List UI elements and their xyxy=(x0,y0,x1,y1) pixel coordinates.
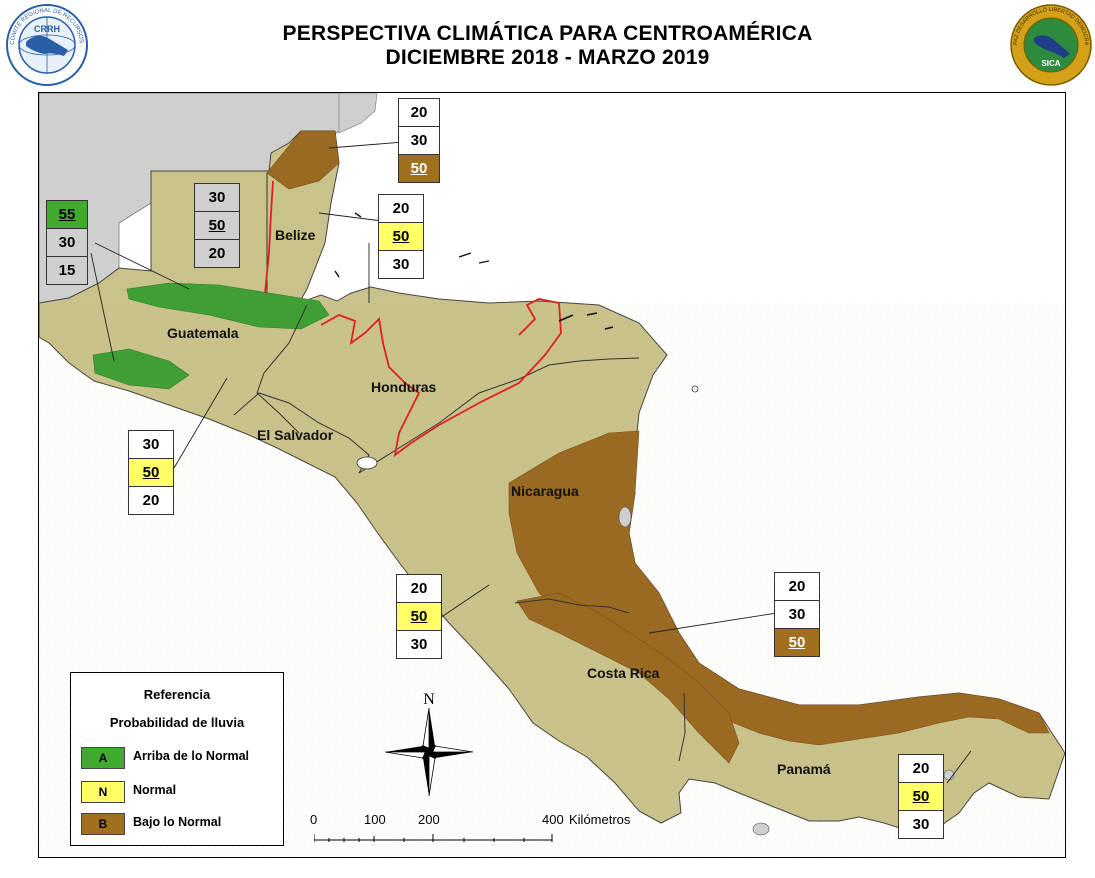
scale-tick-200: 200 xyxy=(418,812,440,827)
prob-below: 30 xyxy=(397,630,441,658)
prob-box-nicaragua-pacific: 20 50 30 xyxy=(396,574,442,659)
legend-label-normal: Normal xyxy=(133,783,177,797)
border-nicaragua-costarica xyxy=(514,598,630,614)
map-title-line1: PERSPECTIVA CLIMÁTICA PARA CENTROAMÉRICA xyxy=(282,22,813,45)
border-costarica-panama xyxy=(678,692,686,762)
legend-subtitle: Probabilidad de lluvia xyxy=(109,715,245,730)
compass-north-label: N xyxy=(423,691,435,708)
prob-normal: 30 xyxy=(399,126,439,154)
belize-north-below-normal xyxy=(266,130,340,190)
legend-label-above: Arriba de lo Normal xyxy=(133,749,249,763)
label-costa-rica: Costa Rica xyxy=(587,665,660,681)
border-honduras-nicaragua xyxy=(358,357,640,474)
prob-box-costa-rica-caribbean: 20 30 50 xyxy=(774,572,820,657)
scale-bar-graphic xyxy=(314,834,553,842)
prob-below: 50 xyxy=(775,628,819,656)
prob-above: 30 xyxy=(142,436,160,453)
prob-box-belize-north: 20 30 50 xyxy=(398,98,440,183)
prob-box-mexico: 55 30 15 xyxy=(46,200,88,285)
sica-logo-label: SICA xyxy=(1041,59,1060,68)
prob-normal: 50 xyxy=(379,222,423,250)
scale-tick-100: 100 xyxy=(364,812,386,827)
prob-normal: 30 xyxy=(775,600,819,628)
guatemala-above-normal-north xyxy=(126,282,330,330)
island-4 xyxy=(691,385,699,393)
legend-swatch-below: B xyxy=(81,813,125,835)
prob-normal: 50 xyxy=(129,458,173,486)
leader-lines xyxy=(90,141,972,784)
prob-box-belize-south: 20 50 30 xyxy=(378,194,424,279)
label-nicaragua: Nicaragua xyxy=(511,483,579,499)
prob-normal: 30 xyxy=(47,228,87,256)
prob-above: 20 xyxy=(410,580,428,597)
prob-above: 20 xyxy=(788,578,806,595)
legend-title: Referencia xyxy=(143,687,211,702)
border-salvador-honduras xyxy=(233,392,370,474)
island-2 xyxy=(752,822,770,836)
prob-below: 50 xyxy=(399,154,439,182)
legend-swatch-normal: N xyxy=(81,781,125,803)
prob-normal: 50 xyxy=(397,602,441,630)
map-title-line2: DICIEMBRE 2018 - MARZO 2019 xyxy=(385,46,710,69)
prob-box-peten: 30 50 20 xyxy=(194,183,240,268)
prob-above: 20 xyxy=(392,200,410,217)
scale-tick-400: 400 xyxy=(542,812,564,827)
scale-unit: Kilómetros xyxy=(569,812,631,827)
red-boundary-honduras xyxy=(320,298,562,458)
compass-rose-icon: N xyxy=(384,691,474,797)
map-legend: Referencia Probabilidad de lluvia A Arri… xyxy=(70,672,284,846)
prob-below: 15 xyxy=(47,256,87,284)
sica-logo: SICA PAZ DESARROLLO LIBERTAD DEMOCRACIA xyxy=(1008,2,1092,86)
label-el-salvador: El Salvador xyxy=(257,427,334,443)
label-honduras: Honduras xyxy=(371,379,437,395)
prob-above: 55 xyxy=(47,201,87,228)
prob-above: 20 xyxy=(912,760,930,777)
label-guatemala: Guatemala xyxy=(167,325,239,341)
red-boundary-peten xyxy=(264,180,274,294)
prob-box-pacific-guatemala: 30 50 20 xyxy=(128,430,174,515)
legend-swatch-above: A xyxy=(81,747,125,769)
prob-normal: 50 xyxy=(195,211,239,239)
scale-tick-0: 0 xyxy=(310,812,318,827)
crrh-logo: CRRH COMITE REGIONAL DE RECURSOS HIDRAUL… xyxy=(4,2,88,86)
prob-below: 20 xyxy=(129,486,173,514)
costa-rica-caribbean-below-normal xyxy=(516,592,740,764)
legend-label-below: Bajo lo Normal xyxy=(133,815,222,829)
prob-below: 30 xyxy=(899,810,943,838)
prob-above: 30 xyxy=(208,189,226,206)
mexico-yucatan-land xyxy=(338,93,378,134)
guatemala-above-normal-south xyxy=(92,348,190,390)
crrh-logo-label: CRRH xyxy=(34,24,60,34)
prob-box-panama-pacific: 20 50 30 xyxy=(898,754,944,839)
prob-normal: 50 xyxy=(899,782,943,810)
belize-cays xyxy=(334,212,490,278)
prob-below: 30 xyxy=(379,250,423,278)
label-panama: Panamá xyxy=(777,761,831,777)
islas-bahia xyxy=(558,312,614,330)
lake-nicaragua xyxy=(356,456,378,470)
label-belize: Belize xyxy=(275,227,316,243)
prob-above: 20 xyxy=(410,104,428,121)
prob-below: 20 xyxy=(195,239,239,267)
island-1 xyxy=(618,506,632,528)
scale-bar: 0 100 200 400 Kilómetros xyxy=(310,812,630,842)
border-guatemala-honduras xyxy=(256,304,308,434)
